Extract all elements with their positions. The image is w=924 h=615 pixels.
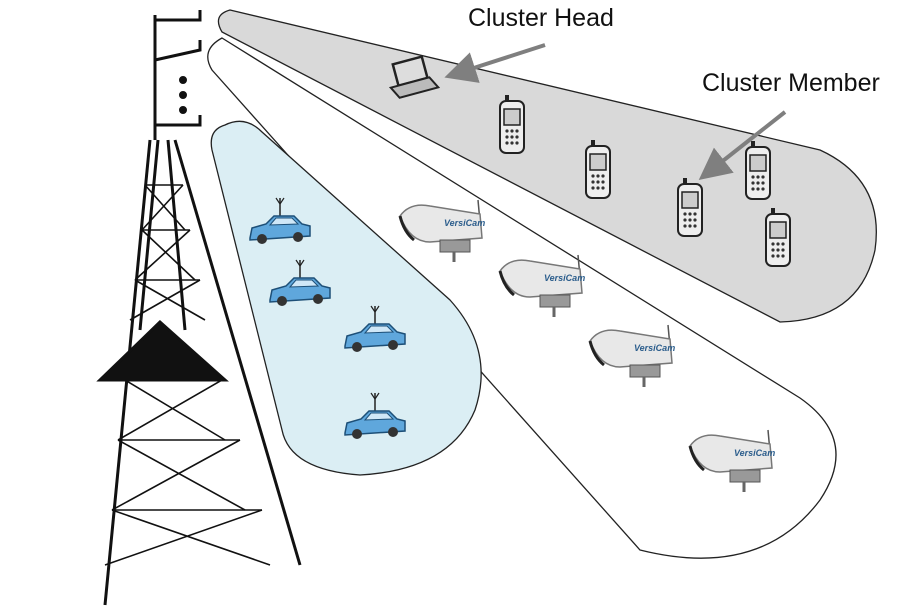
camera-icon: VersiCam <box>398 198 485 264</box>
phone-icon <box>499 94 525 154</box>
phone-icon <box>765 207 791 267</box>
camera-logo-text: VersiCam <box>444 218 485 228</box>
camera-logo-text: VersiCam <box>634 343 675 353</box>
cluster-member-arrow <box>698 110 787 180</box>
camera-cluster-region <box>207 37 837 559</box>
camera-icon: VersiCam <box>588 323 675 389</box>
laptop-icon <box>388 55 441 99</box>
camera-logo-text: VersiCam <box>734 448 775 458</box>
phone-icon <box>745 140 771 200</box>
cluster-head-arrow <box>444 43 546 83</box>
vehicle-cluster-region <box>210 120 482 476</box>
phone-icon <box>677 177 703 237</box>
cluster-head-label: Cluster Head <box>468 4 614 32</box>
phone-cluster-region <box>217 9 877 323</box>
camera-icon: VersiCam <box>498 253 585 319</box>
cell-tower <box>96 10 302 606</box>
phone-icon <box>585 139 611 199</box>
camera-icon: VersiCam <box>688 428 775 494</box>
camera-logo-text: VersiCam <box>544 273 585 283</box>
cluster-member-label: Cluster Member <box>702 69 880 97</box>
